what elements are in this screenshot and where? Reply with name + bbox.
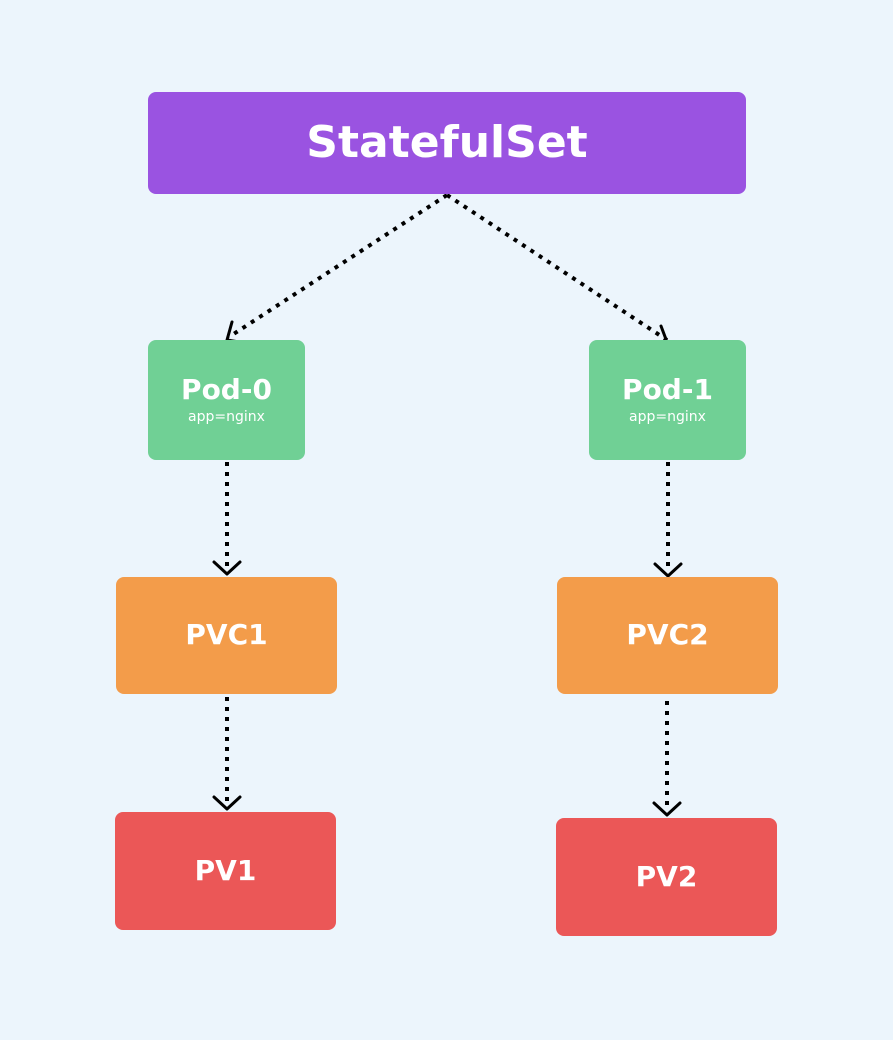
pvc2-node: PVC2 (557, 577, 778, 694)
statefulset-node: StatefulSet (148, 92, 746, 194)
edge-statefulset-pod1 (445, 193, 669, 342)
statefulset-label: StatefulSet (306, 116, 588, 168)
pod-1-node: Pod-1 app=nginx (589, 340, 746, 460)
pv2-node: PV2 (556, 818, 777, 936)
pod-1-label: Pod-1 (622, 372, 713, 406)
arrowhead-pvc2 (653, 562, 683, 578)
pod-0-selector-label: app=nginx (188, 408, 265, 425)
pv2-label: PV2 (635, 859, 698, 893)
pvc1-label: PVC1 (185, 618, 268, 652)
pvc1-node: PVC1 (116, 577, 337, 694)
pod-0-label: Pod-0 (181, 372, 272, 406)
pod-1-selector-label: app=nginx (629, 408, 706, 425)
pvc2-label: PVC2 (626, 618, 709, 652)
arrowhead-pvc1 (212, 560, 242, 576)
arrowhead-pv1 (212, 795, 242, 811)
arrowhead-pv2 (652, 801, 682, 817)
pv1-label: PV1 (194, 853, 257, 887)
pod-0-node: Pod-0 app=nginx (148, 340, 305, 460)
pv1-node: PV1 (115, 812, 336, 930)
edge-statefulset-pod0 (227, 193, 449, 339)
